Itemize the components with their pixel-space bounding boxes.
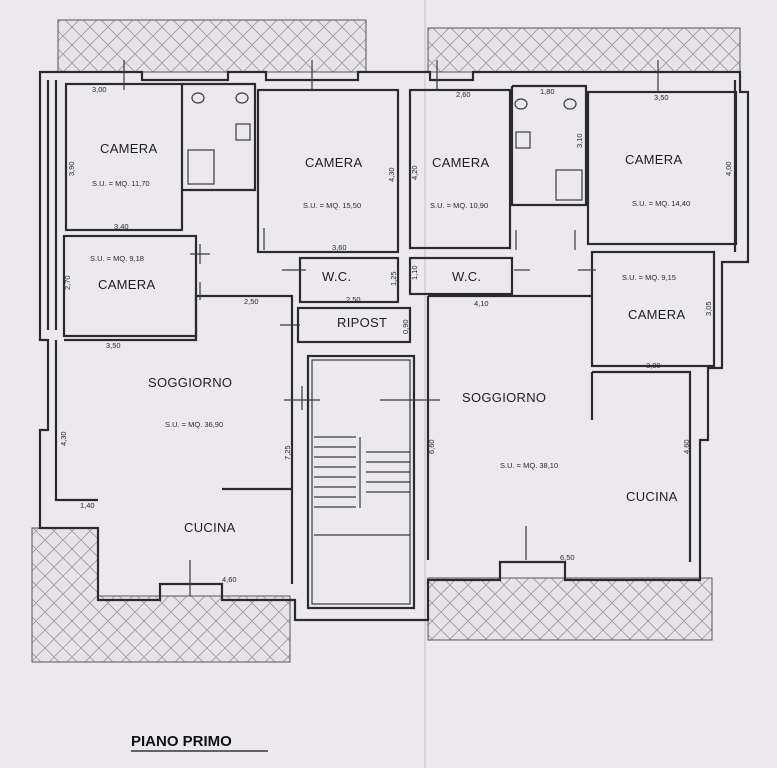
dimension-label: 2,70: [63, 275, 72, 290]
dimension-label: 3,40: [114, 222, 129, 231]
area-label: S.U. = MQ. 9,15: [622, 273, 676, 282]
camera-label: CAMERA: [432, 155, 489, 170]
camera-label: CAMERA: [98, 277, 155, 292]
soggiorno-label: SOGGIORNO: [148, 375, 232, 390]
camera-label: CAMERA: [100, 141, 157, 156]
area-label: S.U. = MQ. 9,18: [90, 254, 144, 263]
dimension-label: 2,50: [346, 295, 361, 304]
dimension-label: 3,00: [92, 85, 107, 94]
bath-fixtures: [187, 92, 583, 201]
dimension-label: 2,50: [244, 297, 259, 306]
dimension-label: 3,90: [67, 161, 76, 176]
dimension-label: 4,00: [724, 161, 733, 176]
dimension-label: 4,60: [682, 439, 691, 454]
dimension-label: 3,50: [106, 341, 121, 350]
area-label: S.U. = MQ. 10,90: [430, 201, 488, 210]
ripost-label: RIPOST: [337, 315, 387, 330]
dimension-label: 0,90: [401, 319, 410, 334]
area-label: S.U. = MQ. 14,40: [632, 199, 690, 208]
wc-label: W.C.: [452, 269, 481, 284]
dimension-label: 4,10: [474, 299, 489, 308]
cucina-label: CUCINA: [184, 520, 236, 535]
dimension-label: 4,60: [222, 575, 237, 584]
balcony-top-left: [57, 19, 367, 73]
dimension-label: 7,25: [283, 445, 292, 460]
dimension-label: 6,50: [560, 553, 575, 562]
interior-walls: [54, 82, 738, 610]
dimension-label: 6,60: [427, 439, 436, 454]
dimension-label: 3,50: [654, 93, 669, 102]
dimension-label: 3,05: [704, 301, 713, 316]
dimension-label: 3,00: [646, 361, 661, 370]
stair-steps: [314, 436, 410, 536]
dimension-label: 1,25: [389, 271, 398, 286]
dimension-label: 3,10: [575, 133, 584, 148]
area-label: S.U. = MQ. 15,50: [303, 201, 361, 210]
dimension-label: 1,80: [540, 87, 555, 96]
camera-label: CAMERA: [628, 307, 685, 322]
dimension-label: 4,30: [387, 167, 396, 182]
balcony-top-right: [427, 27, 741, 73]
dimension-label: 2,60: [456, 90, 471, 99]
balcony-bottom-right: [427, 577, 713, 641]
area-label: S.U. = MQ. 38,10: [500, 461, 558, 470]
dimension-label: 3,60: [332, 243, 347, 252]
wc-label: W.C.: [322, 269, 351, 284]
dimension-label: 4,30: [59, 431, 68, 446]
area-label: S.U. = MQ. 11,70: [92, 179, 150, 188]
soggiorno-label: SOGGIORNO: [462, 390, 546, 405]
dimension-label: 1,10: [410, 265, 419, 280]
camera-label: CAMERA: [625, 152, 682, 167]
cucina-label: CUCINA: [626, 489, 678, 504]
area-label: S.U. = MQ. 36,90: [165, 420, 223, 429]
door-marks: [123, 60, 659, 596]
camera-label: CAMERA: [305, 155, 362, 170]
dimension-label: 4,20: [410, 165, 419, 180]
plan-title: PIANO PRIMO: [131, 733, 232, 750]
dimension-label: 1,40: [80, 501, 95, 510]
